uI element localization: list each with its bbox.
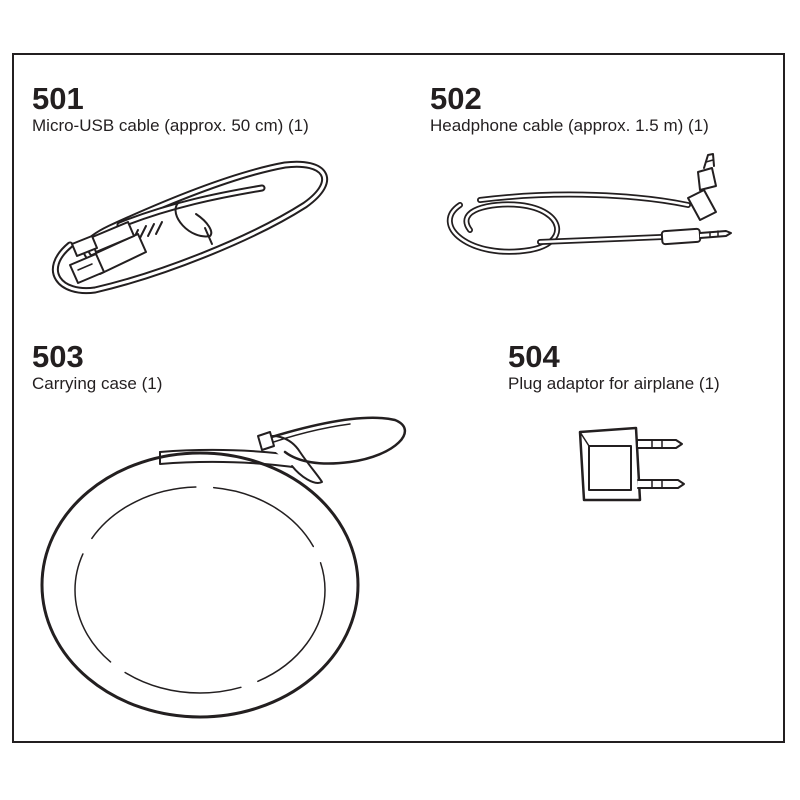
item-501-label: Micro-USB cable (approx. 50 cm) (1)	[32, 116, 309, 135]
carrying-case-icon	[40, 416, 407, 719]
item-502-number: 502	[430, 81, 482, 116]
diagram-frame	[12, 53, 785, 743]
item-501-number: 501	[32, 81, 84, 116]
item-503-label: Carrying case (1)	[32, 374, 163, 393]
airplane-adaptor-icon	[578, 426, 685, 502]
item-502-label: Headphone cable (approx. 1.5 m) (1)	[430, 116, 709, 135]
headphone-cable-icon	[446, 153, 732, 255]
item-504-number: 504	[508, 339, 560, 374]
micro-usb-cable-icon	[51, 160, 329, 295]
item-503-number: 503	[32, 339, 84, 374]
item-504-label: Plug adaptor for airplane (1)	[508, 374, 720, 393]
